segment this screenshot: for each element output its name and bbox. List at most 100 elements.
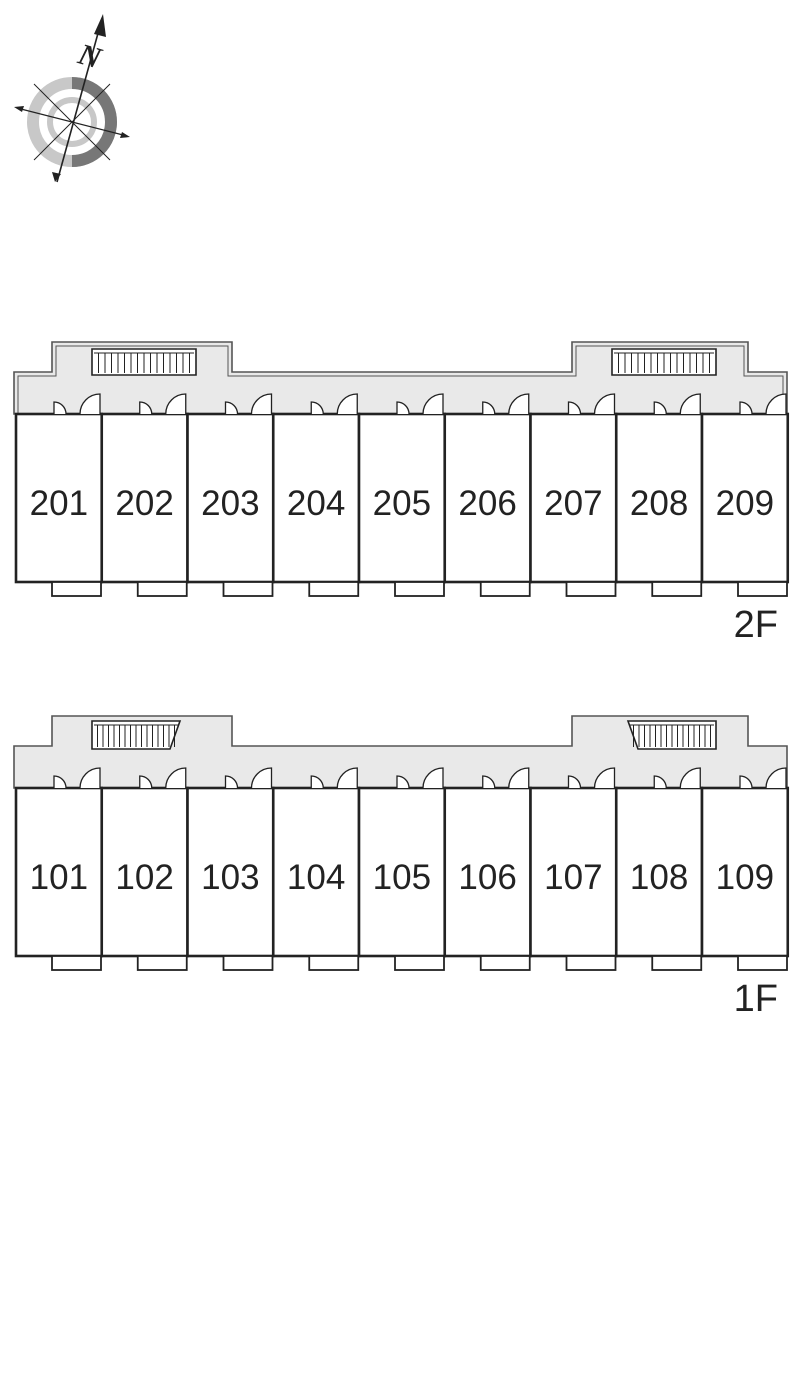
unit-number: 101 [30, 858, 88, 897]
balcony [51, 955, 102, 971]
unit-number: 109 [716, 858, 774, 897]
floor-label: 2F [734, 604, 778, 646]
corridor [13, 715, 788, 789]
unit-number: 105 [373, 858, 431, 897]
unit-room [614, 786, 704, 958]
unit-101: 101 [14, 767, 104, 971]
unit-number: 206 [458, 484, 516, 523]
unit-108: 108 [614, 767, 704, 971]
unit-number: 107 [544, 858, 602, 897]
unit-104: 104 [271, 767, 361, 971]
unit-number: 106 [458, 858, 516, 897]
unit-room [271, 786, 361, 958]
balcony [737, 581, 788, 597]
door-icon [765, 767, 787, 789]
unit-105: 105 [357, 767, 447, 971]
door-icon [422, 767, 444, 789]
unit-number: 208 [630, 484, 688, 523]
balcony [394, 955, 445, 971]
unit-107: 107 [529, 767, 618, 971]
door-icon [79, 767, 101, 789]
door-icon [336, 767, 358, 789]
north-arrow-icon [94, 14, 106, 37]
balcony [222, 955, 274, 971]
unit-206: 206 [443, 393, 532, 597]
door-icon [679, 767, 701, 789]
compass-inner-ring [47, 97, 97, 147]
door-icon [765, 393, 787, 415]
door-icon [653, 401, 667, 415]
door-icon [224, 401, 239, 415]
unit-room [357, 786, 447, 958]
unit-203: 203 [186, 393, 275, 597]
corridor [13, 341, 788, 415]
door-icon [482, 775, 496, 789]
door-icon [250, 393, 273, 415]
stairs-icon [91, 348, 197, 376]
door-icon [79, 393, 101, 415]
balcony [51, 581, 102, 597]
door-icon [310, 775, 324, 789]
door-icon [396, 401, 410, 415]
unit-room [100, 412, 189, 584]
door-icon [739, 775, 753, 789]
balcony [651, 955, 703, 971]
compass-north-south-line [56, 25, 101, 183]
west-arrow-icon [14, 106, 24, 112]
unit-202: 202 [100, 393, 189, 597]
compass-rose-icon: N [14, 14, 130, 183]
compass-north-label: N [74, 37, 106, 75]
balcony [651, 581, 703, 597]
unit-room [614, 412, 704, 584]
stairs-icon [626, 720, 717, 750]
door-icon [593, 767, 616, 789]
door-icon [165, 767, 187, 789]
floor-label: 1F [734, 978, 778, 1020]
balcony [222, 581, 274, 597]
balcony [565, 581, 617, 597]
door-icon [593, 393, 616, 415]
door-icon [139, 775, 153, 789]
unit-room [700, 412, 790, 584]
compass-diagonal-line [33, 83, 111, 161]
door-icon [567, 401, 582, 415]
door-icon [739, 401, 753, 415]
unit-205: 205 [357, 393, 447, 597]
balcony [136, 581, 188, 597]
unit-number: 209 [716, 484, 774, 523]
unit-204: 204 [271, 393, 361, 597]
door-icon [482, 401, 496, 415]
door-icon [396, 775, 410, 789]
door-icon [336, 393, 358, 415]
corridor-railing [17, 345, 784, 414]
door-icon [139, 401, 153, 415]
unit-103: 103 [186, 767, 275, 971]
door-icon [53, 775, 67, 789]
door-icon [310, 401, 324, 415]
unit-number: 207 [544, 484, 602, 523]
balcony [479, 955, 531, 971]
balcony [136, 955, 188, 971]
unit-room [186, 412, 275, 584]
unit-room [186, 786, 275, 958]
door-icon [165, 393, 187, 415]
unit-room [14, 412, 104, 584]
door-icon [224, 775, 239, 789]
door-icon [508, 767, 530, 789]
unit-number: 202 [115, 484, 173, 523]
unit-106: 106 [443, 767, 532, 971]
unit-201: 201 [14, 393, 104, 597]
compass-dark-arc [71, 77, 118, 167]
balcony [394, 581, 445, 597]
unit-room [357, 412, 447, 584]
door-icon [567, 775, 582, 789]
unit-number: 104 [287, 858, 345, 897]
unit-number: 205 [373, 484, 431, 523]
unit-207: 207 [529, 393, 618, 597]
unit-number: 201 [30, 484, 88, 523]
east-arrow-icon [120, 132, 130, 138]
balcony [479, 581, 531, 597]
